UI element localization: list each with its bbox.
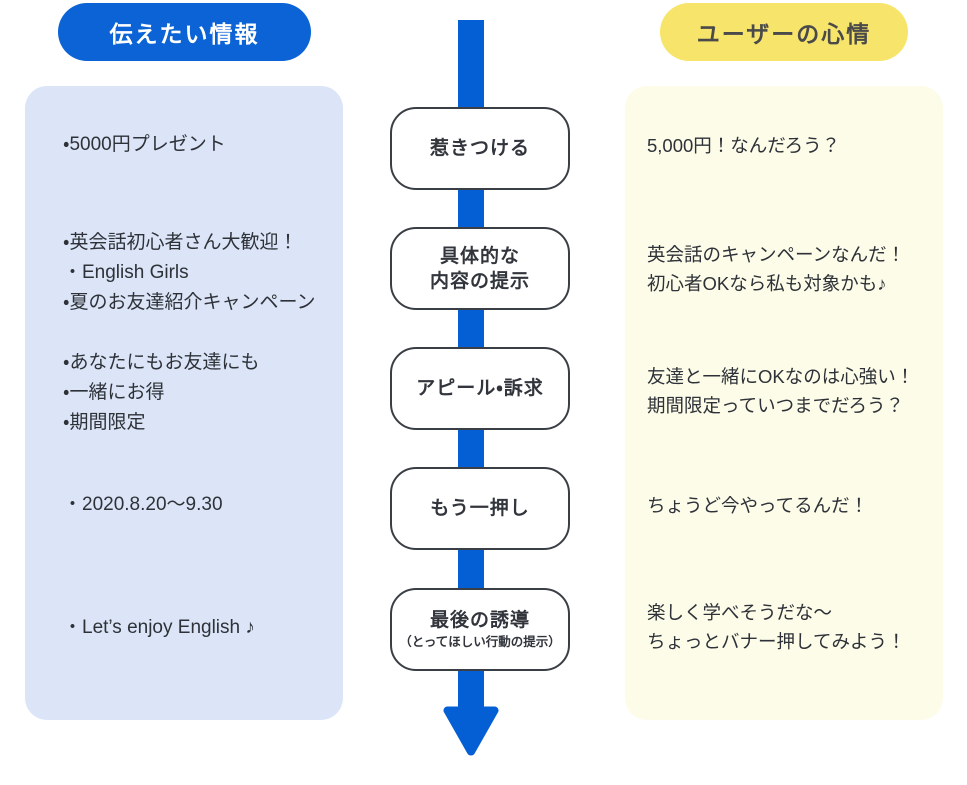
right-group-3: 友達と一緒にOKなのは心強い！ 期間限定っていつまでだろう？: [625, 362, 943, 420]
right-group-2: 英会話のキャンペーンなんだ！ 初心者OKなら私も対象かも♪: [625, 240, 943, 298]
right-line: ちょうど今やってるんだ！: [647, 495, 869, 516]
left-group-5: ・Let’s enjoy English ♪: [25, 613, 343, 643]
left-line: ・5000円プレゼント: [63, 134, 226, 155]
left-group-3: ・あなたにもお友達にも ・一緒にお得 ・期間限定: [25, 348, 343, 438]
flow-stage-4[interactable]: もう一押し: [390, 467, 570, 550]
left-group-4: ・2020.8.20〜9.30: [25, 490, 343, 520]
column-header-badge-right: ユーザーの心情: [660, 3, 908, 61]
right-line: 英会話のキャンペーンなんだ！: [647, 244, 906, 265]
left-line: ・期間限定: [63, 412, 146, 433]
down-arrow-icon: [443, 704, 499, 760]
left-line: ・あなたにもお友達にも: [63, 352, 260, 373]
flow-stage-5[interactable]: 最後の誘導 （とってほしい行動の提示）: [390, 588, 570, 671]
left-line: ・Let’s enjoy English ♪: [63, 617, 255, 638]
flow-stage-label: もう一押し: [430, 498, 530, 519]
left-line: ・夏のお友達紹介キャンペーン: [63, 292, 316, 313]
left-group-2: ・英会話初心者さん大歓迎！ ・English Girls ・夏のお友達紹介キャン…: [25, 228, 343, 318]
right-group-5: 楽しく学べそうだな〜 ちょっとバナー押してみよう！: [625, 598, 943, 656]
left-line: ・English Girls: [63, 262, 189, 283]
flow-stage-label-line2: 内容の提示: [429, 270, 530, 292]
right-group-1: 5,000円！なんだろう？: [625, 131, 943, 160]
right-line: 期間限定っていつまでだろう？: [647, 395, 904, 416]
left-line: ・英会話初心者さん大歓迎！: [63, 232, 298, 253]
flow-stage-label: 最後の誘導: [429, 610, 530, 631]
column-header-badge-left: 伝えたい情報: [58, 3, 311, 61]
right-line: 5,000円！なんだろう？: [647, 135, 841, 156]
left-line: ・一緒にお得: [63, 382, 165, 403]
panel-information-to-convey: ・5000円プレゼント ・英会話初心者さん大歓迎！ ・English Girls…: [25, 86, 343, 720]
flow-stage-subtitle: （とってほしい行動の提示）: [399, 635, 561, 649]
right-group-4: ちょうど今やってるんだ！: [625, 491, 943, 520]
flow-stage-2[interactable]: 具体的な 内容の提示: [390, 227, 570, 310]
left-group-1: ・5000円プレゼント: [25, 130, 343, 160]
flow-stage-1[interactable]: 惹きつける: [390, 107, 570, 190]
badge-left-label: 伝えたい情報: [109, 21, 260, 47]
left-line: ・2020.8.20〜9.30: [63, 494, 223, 515]
panel-user-feelings: 5,000円！なんだろう？ 英会話のキャンペーンなんだ！ 初心者OKなら私も対象…: [625, 86, 943, 720]
right-line: 友達と一緒にOKなのは心強い！: [647, 366, 915, 387]
right-line: 初心者OKなら私も対象かも♪: [647, 273, 887, 294]
flow-stage-label-line1: 具体的な: [439, 245, 520, 267]
right-line: ちょっとバナー押してみよう！: [647, 631, 906, 652]
flow-stage-label: アピール・訴求: [416, 378, 544, 399]
badge-right-label: ユーザーの心情: [696, 21, 872, 47]
flow-stage-label: 惹きつける: [429, 138, 530, 159]
flow-stage-3[interactable]: アピール・訴求: [390, 347, 570, 430]
right-line: 楽しく学べそうだな〜: [647, 602, 833, 623]
